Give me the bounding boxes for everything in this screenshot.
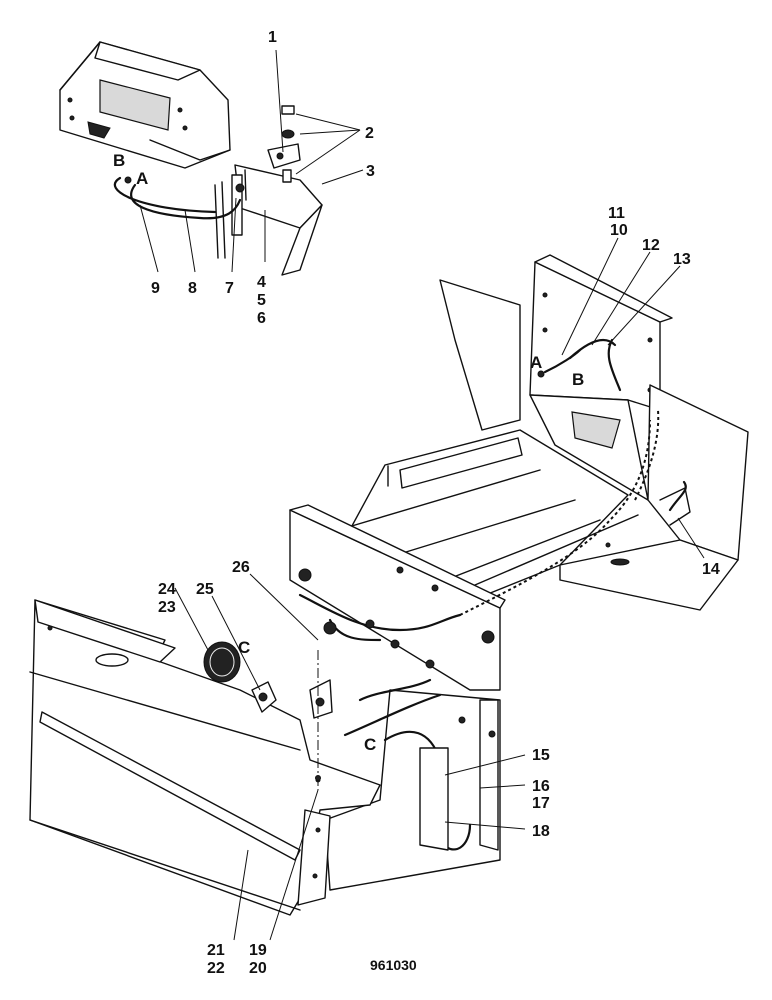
callout-3: 3	[366, 163, 375, 180]
callout-14: 14	[702, 561, 720, 578]
callout-9: 9	[151, 280, 160, 297]
connector-letters: B A A B C C	[113, 151, 584, 754]
connector-c-lower: C	[364, 735, 376, 754]
callout-12: 12	[642, 237, 660, 254]
callout-18: 18	[532, 823, 550, 840]
callout-5: 5	[257, 292, 266, 309]
callout-numbers: 1 2 3 4 5 6 7 8 9 11 10 12 13 14 26 25 2…	[151, 29, 720, 977]
drawing-number: 961030	[370, 957, 417, 973]
callout-21: 21	[207, 942, 225, 959]
rear-panel-detail	[59, 41, 323, 276]
callout-26: 26	[232, 559, 250, 576]
callout-19: 19	[249, 942, 267, 959]
callout-22: 22	[207, 960, 225, 977]
callout-15: 15	[532, 747, 550, 764]
callout-13: 13	[673, 251, 691, 268]
callout-24: 24	[158, 581, 176, 598]
callout-8: 8	[188, 280, 197, 297]
leader-lines	[139, 49, 705, 941]
callout-6: 6	[257, 310, 266, 327]
callout-2: 2	[365, 125, 374, 142]
callout-16: 16	[532, 778, 550, 795]
callout-1: 1	[268, 29, 277, 46]
callout-4: 4	[257, 274, 266, 291]
callout-11: 11	[608, 205, 625, 222]
front-panel	[29, 599, 381, 916]
callout-23: 23	[158, 599, 176, 616]
callout-17: 17	[532, 795, 550, 812]
callout-20: 20	[249, 960, 267, 977]
callout-25: 25	[196, 581, 214, 598]
connector-c-lamp: C	[238, 638, 250, 657]
connector-a-mid: A	[530, 353, 542, 372]
connector-a-top: A	[136, 169, 148, 188]
connector-b-mid: B	[572, 370, 584, 389]
callout-10: 10	[610, 222, 628, 239]
connector-b-top: B	[113, 151, 125, 170]
callout-7: 7	[225, 280, 234, 297]
